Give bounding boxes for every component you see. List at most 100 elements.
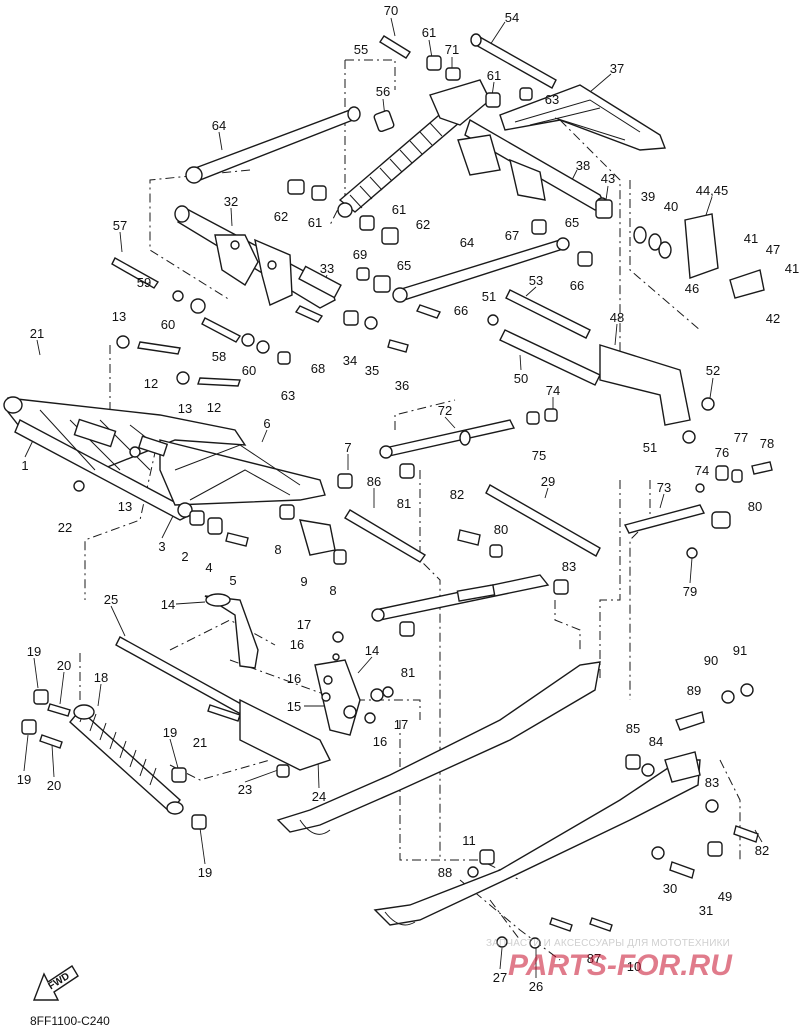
rails-middle	[337, 408, 773, 563]
rear-frame-assembly	[457, 33, 666, 213]
callout-21: 21	[193, 735, 207, 750]
callout-10: 10	[627, 959, 641, 974]
callout-82: 82	[755, 843, 769, 858]
callout-43: 43	[601, 171, 615, 186]
callout-50: 50	[514, 371, 528, 386]
callout-13: 13	[112, 309, 126, 324]
callout-87: 87	[587, 951, 601, 966]
front-arm-assembly	[3, 335, 326, 521]
callout-35: 35	[365, 363, 379, 378]
callout-27: 27	[493, 970, 507, 985]
callout-49: 49	[718, 889, 732, 904]
callout-51: 51	[482, 289, 496, 304]
callout-2: 2	[181, 549, 188, 564]
callout-5: 5	[229, 573, 236, 588]
callout-7: 7	[344, 440, 351, 455]
callout-38: 38	[576, 158, 590, 173]
upper-arm-assembly	[174, 205, 342, 309]
callout-81: 81	[397, 496, 411, 511]
callout-90: 90	[704, 653, 718, 668]
callout-82: 82	[450, 487, 464, 502]
callout-83: 83	[562, 559, 576, 574]
callout-54: 54	[505, 10, 519, 25]
callout-76: 76	[715, 445, 729, 460]
watermark-logo: PARTS-FOR.RU	[508, 949, 733, 982]
callout-19: 19	[17, 772, 31, 787]
callout-89: 89	[687, 683, 701, 698]
callout-60: 60	[161, 317, 175, 332]
diagram-code: 8FF1100-C240	[30, 1014, 110, 1028]
callout-12: 12	[207, 400, 221, 415]
slide-rails	[276, 661, 759, 949]
callout-57: 57	[113, 218, 127, 233]
callout-20: 20	[57, 658, 71, 673]
callout-12: 12	[144, 376, 158, 391]
callout-8: 8	[329, 583, 336, 598]
callout-25: 25	[104, 592, 118, 607]
callout-34: 34	[343, 353, 357, 368]
callout-70: 70	[384, 3, 398, 18]
callout-11: 11	[462, 833, 476, 848]
leader-lines	[23, 17, 763, 978]
callout-75: 75	[532, 448, 546, 463]
callout-17: 17	[394, 717, 408, 732]
callout-42: 42	[766, 311, 780, 326]
callout-39: 39	[641, 189, 655, 204]
callout-83: 83	[705, 775, 719, 790]
assembly-guide-lines	[79, 59, 741, 961]
callout-63: 63	[545, 92, 559, 107]
callout-30: 30	[663, 881, 677, 896]
callout-88: 88	[438, 865, 452, 880]
callout-46: 46	[685, 281, 699, 296]
callout-65: 65	[397, 258, 411, 273]
callout-61: 61	[308, 215, 322, 230]
callout-62: 62	[416, 217, 430, 232]
callout-29: 29	[541, 474, 555, 489]
callout-21: 21	[30, 326, 44, 341]
callout-3: 3	[158, 539, 165, 554]
callout-68: 68	[311, 361, 325, 376]
hardware-upper	[111, 35, 765, 444]
callout-15: 15	[287, 699, 301, 714]
callout-16: 16	[373, 734, 387, 749]
callout-1: 1	[21, 458, 28, 473]
callout-62: 62	[274, 209, 288, 224]
callout-19: 19	[27, 644, 41, 659]
callout-41: 41	[785, 261, 799, 276]
callout-22: 22	[58, 520, 72, 535]
callout-61: 61	[422, 25, 436, 40]
front-shock	[21, 636, 331, 830]
watermark-tagline: ЗАПЧАСТИ И АКСЕССУАРЫ ДЛЯ МОТОТЕХНИКИ	[486, 938, 730, 949]
callout-80: 80	[494, 522, 508, 537]
callout-37: 37	[610, 61, 624, 76]
callout-16: 16	[290, 637, 304, 652]
callout-14: 14	[161, 597, 175, 612]
callout-4: 4	[205, 560, 212, 575]
callout-51: 51	[643, 440, 657, 455]
callout-65: 65	[565, 215, 579, 230]
callout-74: 74	[695, 463, 709, 478]
callout-8: 8	[274, 542, 281, 557]
callout-18: 18	[94, 670, 108, 685]
callout-41: 41	[744, 231, 758, 246]
callout-47: 47	[766, 242, 780, 257]
linkage-parts	[189, 504, 569, 736]
callout-53: 53	[529, 273, 543, 288]
callout-71: 71	[445, 42, 459, 57]
watermark: ЗАПЧАСТИ И АКСЕССУАРЫ ДЛЯ МОТОТЕХНИКИ PA…	[486, 938, 733, 982]
callout-64: 64	[460, 235, 474, 250]
callout-19: 19	[163, 725, 177, 740]
callout-86: 86	[367, 474, 381, 489]
callout-72: 72	[438, 403, 452, 418]
callout-79: 79	[683, 584, 697, 599]
callout-59: 59	[137, 275, 151, 290]
callout-85: 85	[626, 721, 640, 736]
callout-17: 17	[297, 617, 311, 632]
rear-shock	[337, 79, 491, 218]
callout-33: 33	[320, 261, 334, 276]
callout-16: 16	[287, 671, 301, 686]
callout-74: 74	[546, 383, 560, 398]
callout-6: 6	[263, 416, 270, 431]
callout-73: 73	[657, 480, 671, 495]
